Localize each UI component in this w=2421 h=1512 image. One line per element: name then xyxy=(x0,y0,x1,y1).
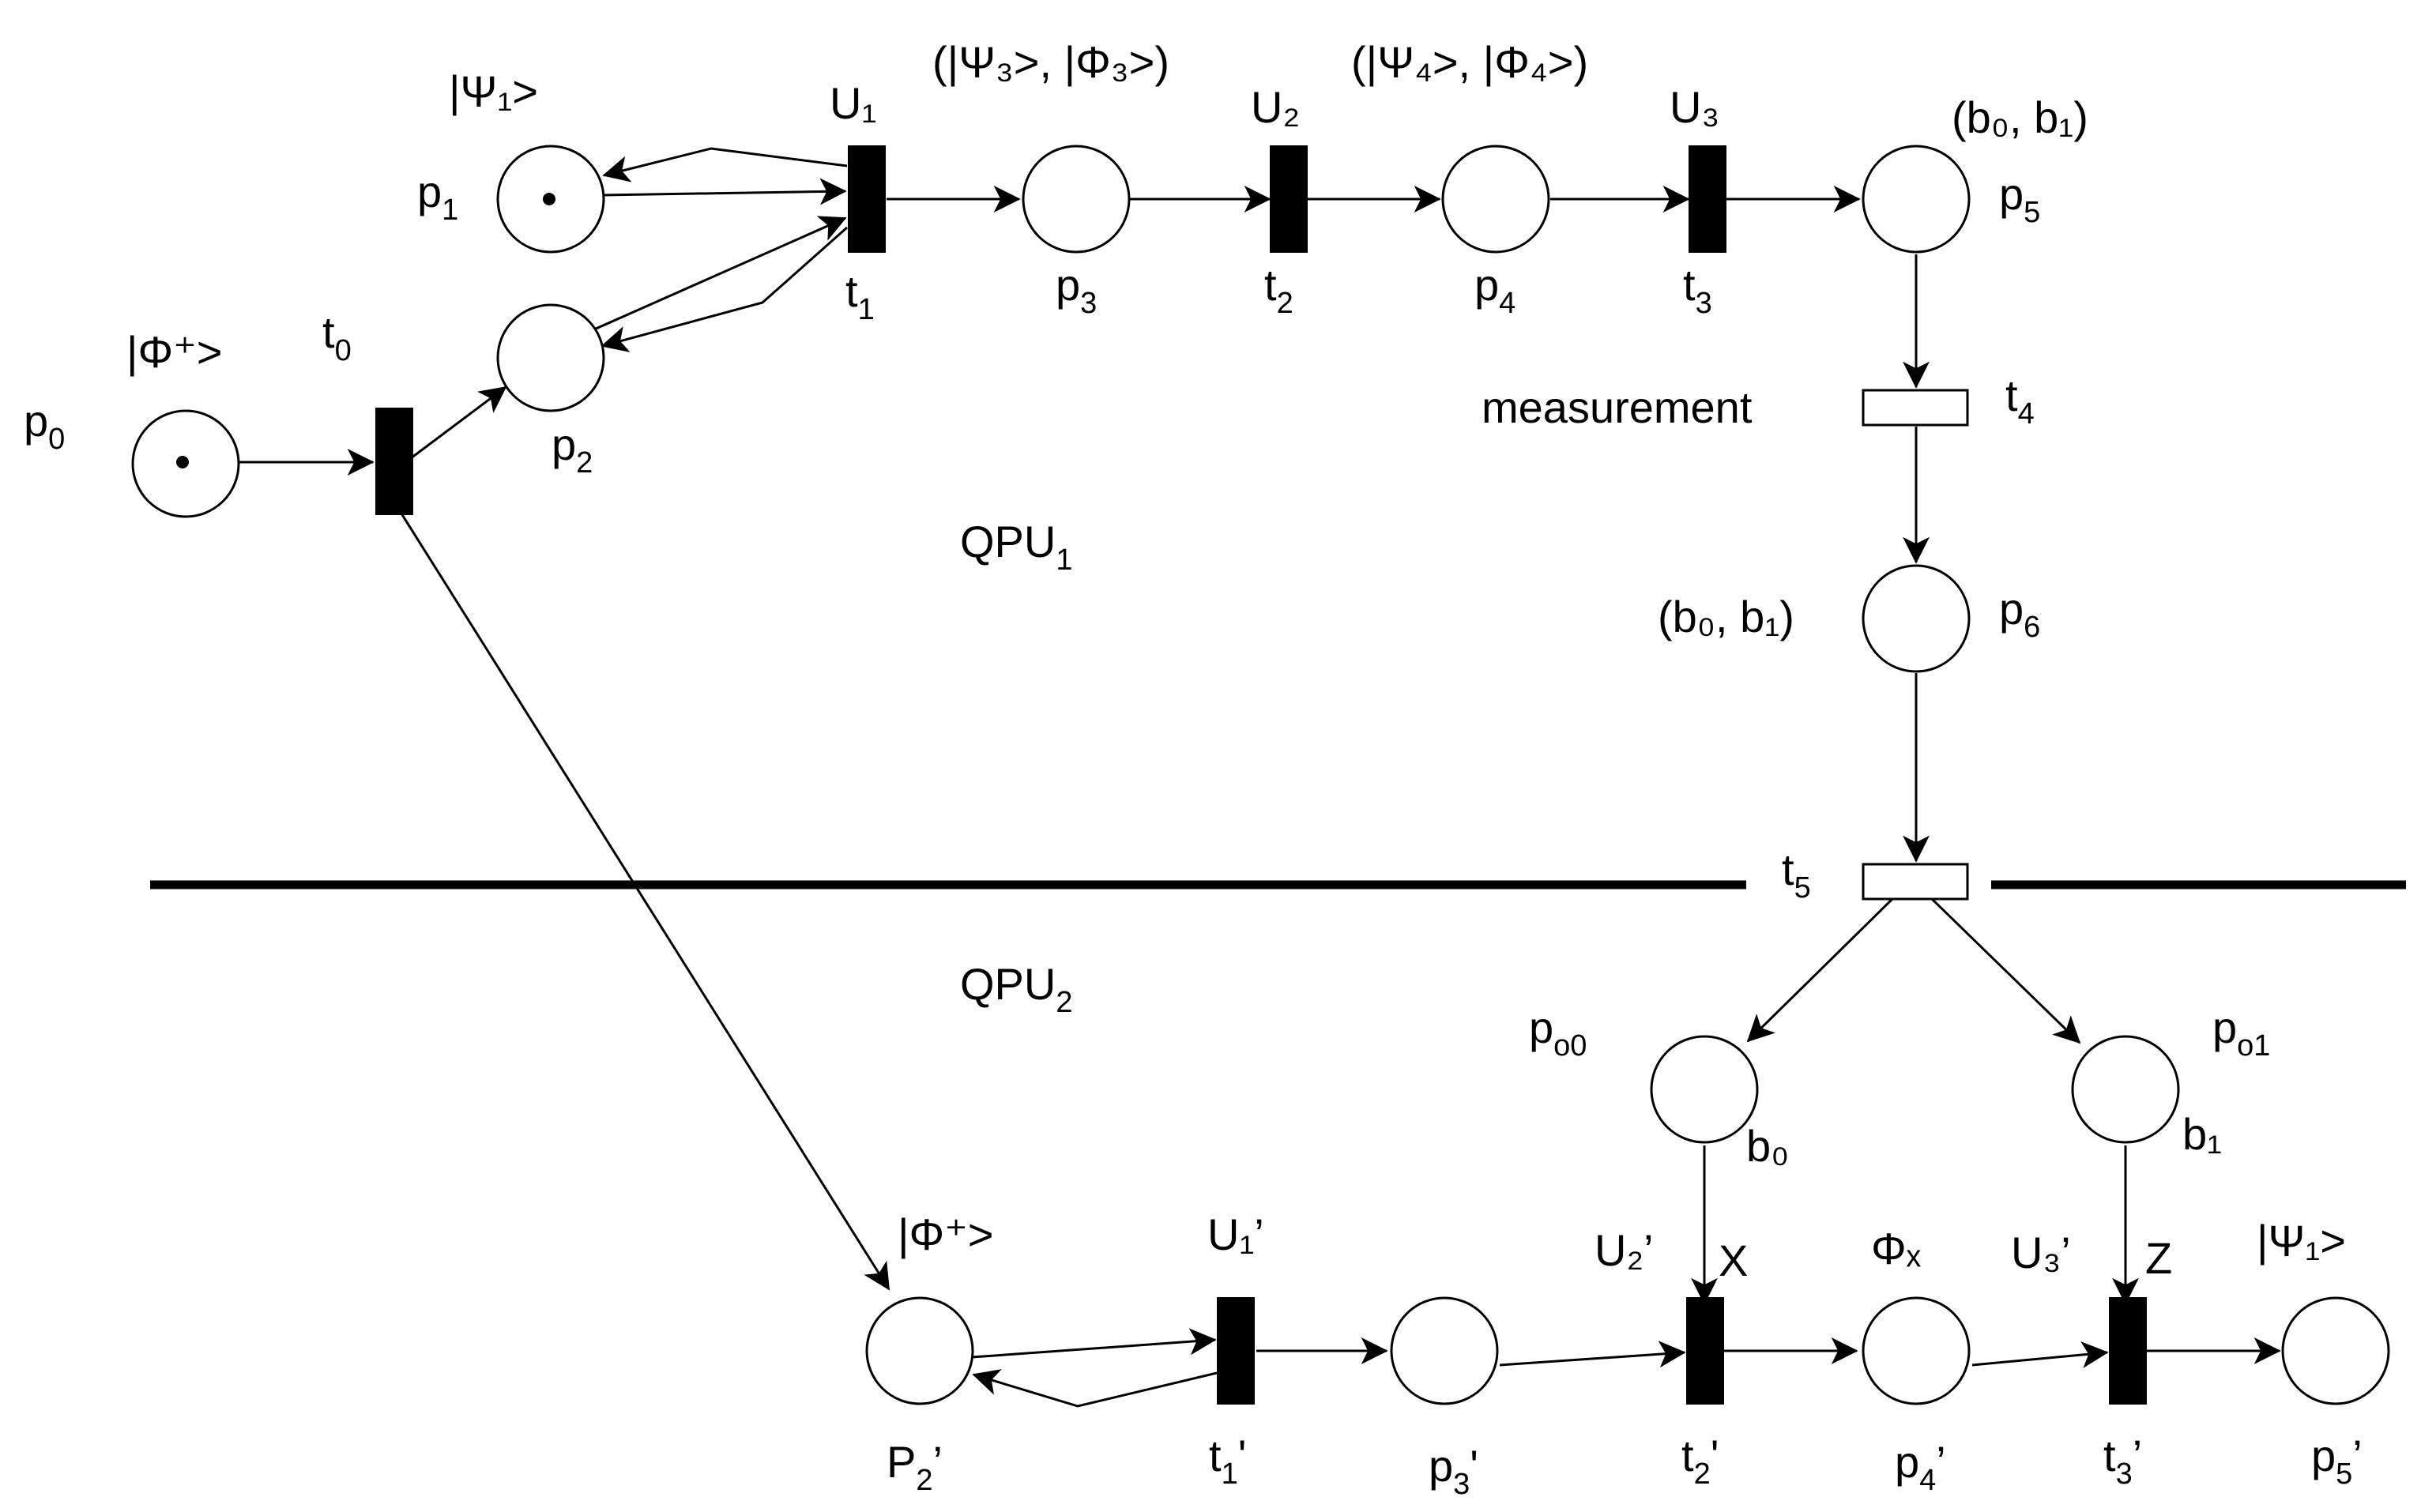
place-p5prime xyxy=(2281,1296,2390,1405)
place-po1 xyxy=(2071,1035,2180,1144)
place-p5 xyxy=(1862,145,1971,254)
transition-t4-name: t4 xyxy=(2005,370,2035,431)
transition-t2prime-name: t2' xyxy=(1681,1431,1719,1491)
place-p3prime-name: p3' xyxy=(1429,1441,1478,1501)
place-p6 xyxy=(1862,564,1971,673)
place-p1-token xyxy=(543,193,555,205)
place-p3-name: p3 xyxy=(1056,260,1097,320)
transition-t2-op: U₂ xyxy=(1251,82,1300,132)
transition-t3-name: t3 xyxy=(1683,260,1712,320)
arc-p2-t1 xyxy=(593,216,847,331)
place-p3 xyxy=(1022,145,1131,254)
place-p0-name: p0 xyxy=(24,396,65,456)
arc-p4prime-t3prime xyxy=(1971,1341,2109,1368)
arc-t1-p1 xyxy=(602,147,848,182)
transition-t2prime xyxy=(1686,1297,1724,1405)
arc-t5-po0 xyxy=(1746,897,1894,1043)
transition-t3prime xyxy=(2109,1297,2147,1405)
place-po1-name: po1 xyxy=(2212,1002,2270,1063)
place-p4-name: p4 xyxy=(1474,260,1515,320)
transition-t1 xyxy=(848,145,886,253)
places xyxy=(131,145,2390,1405)
place-p2-name: p2 xyxy=(552,419,593,480)
transition-t3 xyxy=(1689,145,1726,253)
arc-p1-t1 xyxy=(601,178,847,205)
transition-t3-op: U₃ xyxy=(1670,82,1719,132)
place-p4-state: (|Ψ₄>, |Φ₄>) xyxy=(1351,37,1588,87)
transition-t3prime-op: U₃’ xyxy=(2011,1228,2071,1277)
place-p0-token xyxy=(176,456,189,468)
transition-t4 xyxy=(1862,389,1969,427)
region-label-qpu1: QPU1 xyxy=(960,517,1073,577)
transition-t2prime-op: U₂’ xyxy=(1595,1225,1654,1275)
place-p1-name: p1 xyxy=(417,167,458,227)
place-po0 xyxy=(1650,1035,1759,1144)
place-p6-state: (b₀, b₁) xyxy=(1658,592,1794,641)
arc-t1-p2 xyxy=(601,226,848,352)
transition-t3prime-name: t3’ xyxy=(2103,1431,2142,1491)
arc-t0-p2 xyxy=(410,386,507,460)
transition-t1-name: t1 xyxy=(845,266,875,326)
place-po0-state: b₀ xyxy=(1746,1121,1789,1171)
transition-t5-name: t5 xyxy=(1782,844,1811,905)
labels: QPU1 QPU2 p0 p1 p2 p3 p4 p5 p6 po0 po1 P… xyxy=(24,37,2363,1501)
arc-p2prime-t1prime xyxy=(971,1328,1217,1359)
transition-t3prime-gate: Z xyxy=(2145,1233,2172,1283)
transition-t1prime xyxy=(1217,1297,1255,1405)
transition-t5 xyxy=(1862,863,1969,901)
transition-t4-op: measurement xyxy=(1482,382,1753,432)
transition-t2prime-gate: X xyxy=(1719,1236,1748,1285)
place-p2prime-state: |Φ⁺> xyxy=(898,1209,994,1259)
arcs xyxy=(237,147,2281,1408)
place-p5prime-state: |Ψ₁> xyxy=(2257,1216,2346,1266)
place-p2 xyxy=(496,303,605,412)
place-p4prime-state: Φₓ xyxy=(1871,1224,1922,1273)
place-p1-state: |Ψ₁> xyxy=(449,66,538,116)
transition-t1prime-op: U₁’ xyxy=(1207,1209,1264,1259)
region-label-qpu2: QPU2 xyxy=(960,959,1073,1019)
place-p5-state: (b₀, b₁) xyxy=(1952,92,2088,142)
place-p5-name: p5 xyxy=(1999,169,2040,229)
place-p5prime-name: p5’ xyxy=(2311,1431,2363,1491)
transition-t2 xyxy=(1270,145,1308,253)
arc-t5-po1 xyxy=(1930,897,2081,1044)
place-p2prime xyxy=(865,1296,974,1405)
transition-t0-name: t0 xyxy=(322,307,352,367)
place-p6-name: p6 xyxy=(1999,584,2040,644)
arc-t1prime-p2prime xyxy=(972,1369,1218,1408)
place-p3prime xyxy=(1390,1296,1499,1405)
transition-t1-op: U₁ xyxy=(830,78,876,128)
place-p0-state: |Φ⁺> xyxy=(126,327,223,377)
place-po0-name: po0 xyxy=(1529,1002,1587,1063)
place-po1-state: b₁ xyxy=(2182,1109,2222,1159)
place-p2prime-name: P2’ xyxy=(887,1437,943,1497)
place-p4 xyxy=(1441,145,1550,254)
place-p4prime xyxy=(1862,1296,1971,1405)
place-p4prime-name: p4’ xyxy=(1895,1437,1946,1497)
arc-t0-p2prime xyxy=(400,513,890,1291)
transition-t1prime-name: t1' xyxy=(1209,1431,1246,1491)
transition-t0 xyxy=(375,408,413,515)
transition-t2-name: t2 xyxy=(1264,260,1293,320)
arc-p3prime-t2prime xyxy=(1499,1341,1686,1368)
place-p3-state: (|Ψ₃>, |Φ₃>) xyxy=(932,37,1169,87)
transitions xyxy=(375,145,2147,1405)
